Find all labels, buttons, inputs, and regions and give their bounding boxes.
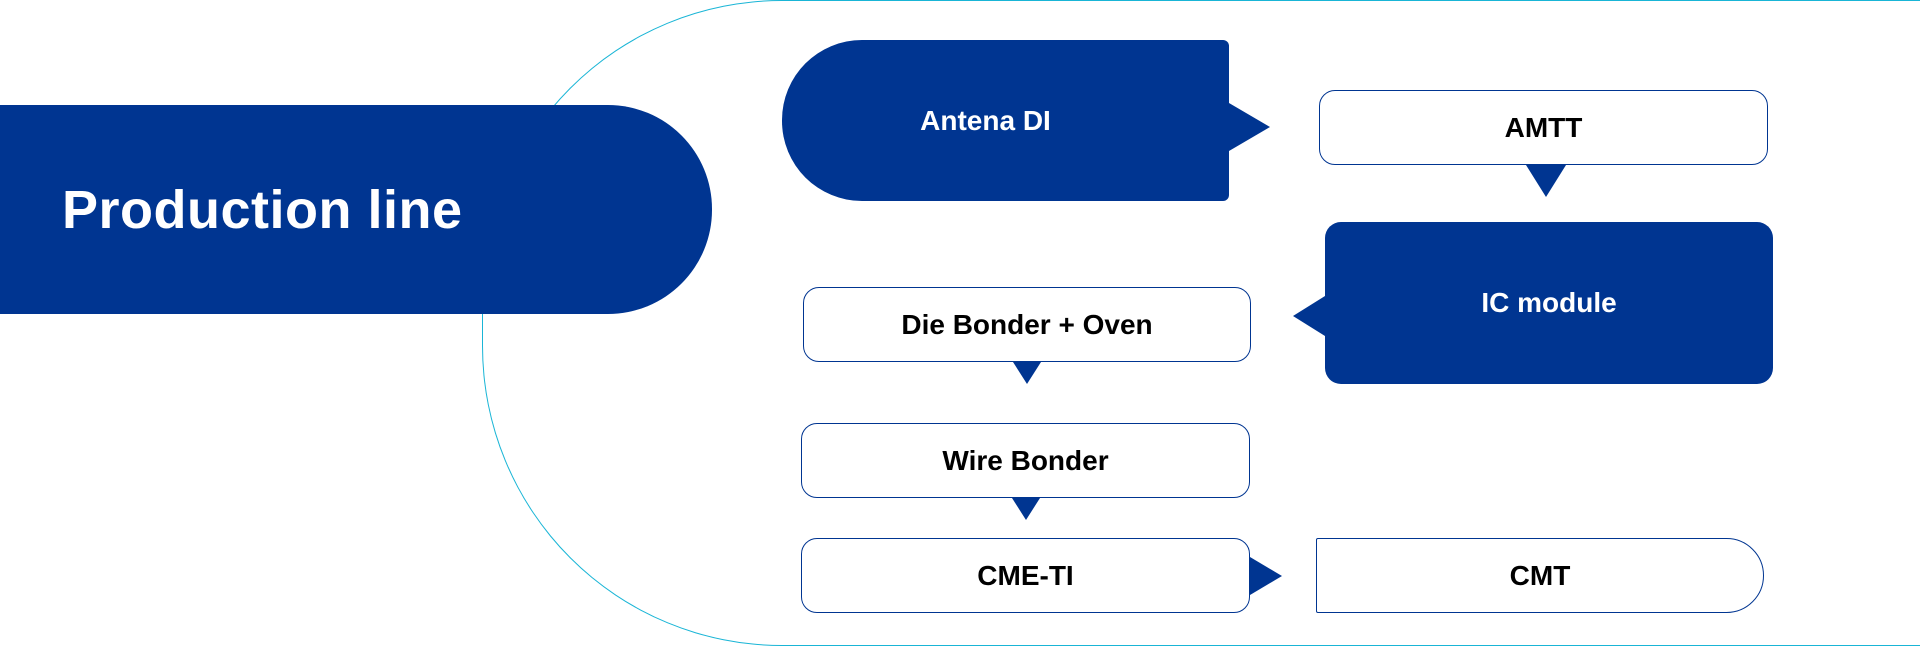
node-label: Wire Bonder — [942, 444, 1109, 476]
node-amtt: AMTT — [1319, 90, 1768, 165]
arrow-down-icon — [1526, 165, 1566, 197]
arrow-down-icon — [1013, 362, 1041, 384]
node-cme-ti: CME-TI — [801, 538, 1250, 613]
arrow-right-icon — [1229, 103, 1270, 151]
node-die-bonder-oven: Die Bonder + Oven — [803, 287, 1251, 362]
node-label: CMT — [1509, 559, 1571, 591]
node-ic-module: IC module — [1325, 222, 1773, 384]
arrow-right-icon — [1250, 557, 1282, 595]
arrow-down-icon — [1012, 498, 1040, 520]
node-wire-bonder: Wire Bonder — [801, 423, 1250, 498]
node-label: Die Bonder + Oven — [901, 308, 1153, 340]
node-label: IC module — [1481, 287, 1617, 318]
node-antena-di: Antena DI — [782, 40, 1229, 201]
node-cmt: CMT — [1316, 538, 1764, 613]
process-outline — [482, 0, 1920, 646]
arrow-left-icon — [1293, 296, 1325, 336]
diagram-title: Production line — [62, 179, 463, 240]
title-banner: Production line — [0, 105, 712, 314]
node-label: CME-TI — [977, 559, 1074, 591]
node-label: Antena DI — [920, 104, 1051, 136]
node-label: AMTT — [1504, 111, 1583, 143]
